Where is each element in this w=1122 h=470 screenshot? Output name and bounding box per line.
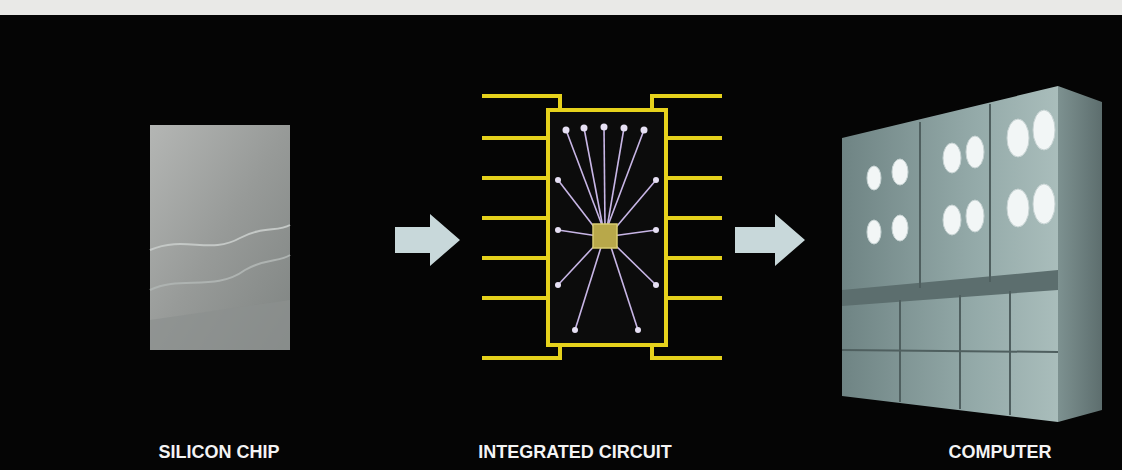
pin xyxy=(666,136,722,140)
chip-wafer xyxy=(150,125,290,350)
chip-sheen xyxy=(150,225,290,250)
pin xyxy=(666,296,722,300)
tape-reels xyxy=(867,110,1055,244)
black-ground xyxy=(0,15,1122,470)
part-label: COMPUTER xyxy=(949,442,1052,462)
bond-wires xyxy=(558,127,656,330)
bond-pads xyxy=(555,124,659,334)
ic-body xyxy=(548,110,666,345)
pin xyxy=(482,256,548,260)
pin xyxy=(482,296,548,300)
part-label: INTEGRATED CIRCUIT xyxy=(478,442,672,462)
top-strip xyxy=(0,0,1122,15)
pin xyxy=(666,176,722,180)
block-arrow xyxy=(395,214,460,266)
pin xyxy=(482,176,548,180)
cabinet-side xyxy=(1058,86,1102,422)
pin xyxy=(482,96,560,110)
pin xyxy=(666,256,722,260)
pin xyxy=(666,216,722,220)
picture-node: INTEGRATED CIRCUIT xyxy=(460,80,735,465)
picture-node: COMPUTER xyxy=(805,80,1115,465)
panel-seams xyxy=(842,104,1058,415)
console-ledge xyxy=(842,270,1058,306)
computer-picture xyxy=(842,86,1102,422)
chip-shade xyxy=(150,300,290,350)
part-label: SILICON CHIP xyxy=(158,442,279,462)
silicon-chip-picture xyxy=(150,125,290,350)
integrated-circuit-picture xyxy=(482,96,722,358)
chip-sheen xyxy=(150,255,290,290)
die xyxy=(593,224,617,248)
pin xyxy=(482,216,548,220)
pin xyxy=(652,96,722,110)
cabinet-front xyxy=(842,86,1058,422)
picture-node: SILICON CHIP xyxy=(130,80,395,465)
pin xyxy=(482,136,548,140)
block-arrow xyxy=(735,214,805,266)
